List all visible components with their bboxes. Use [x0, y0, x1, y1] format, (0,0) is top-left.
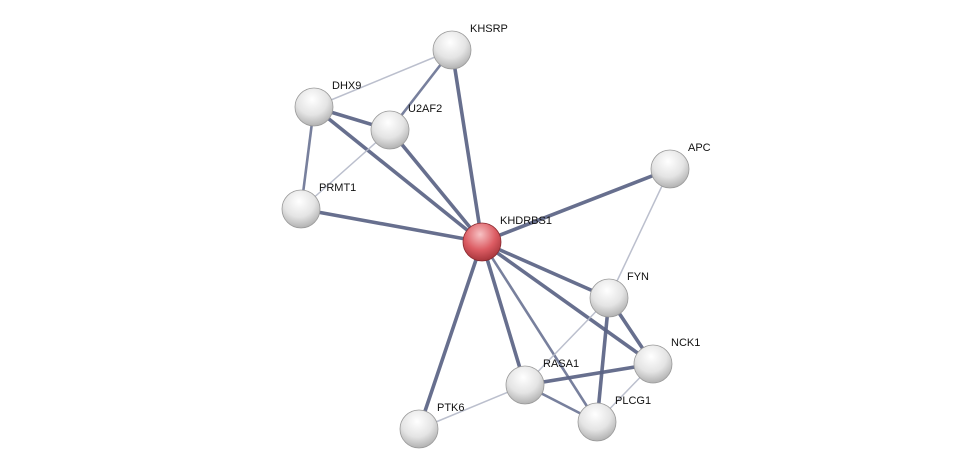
- node-ball[interactable]: [650, 149, 690, 189]
- node-khsrp[interactable]: KHSRP: [432, 23, 508, 70]
- edge-apc-khdrbs1[interactable]: [481, 167, 671, 244]
- edge-khsrp-khdrbs1[interactable]: [450, 49, 484, 243]
- node-ball[interactable]: [294, 87, 334, 127]
- node-rasa1[interactable]: RASA1: [505, 358, 579, 405]
- edge-khdrbs1-fyn[interactable]: [481, 240, 610, 300]
- node-label: PTK6: [437, 402, 465, 414]
- node-label: FYN: [627, 271, 649, 283]
- node-khdrbs1[interactable]: KHDRBS1: [462, 215, 552, 262]
- node-label: KHDRBS1: [500, 215, 552, 227]
- edge-fyn-rasa1[interactable]: [524, 297, 610, 386]
- node-ball[interactable]: [505, 365, 545, 405]
- node-u2af2[interactable]: U2AF2: [370, 103, 442, 150]
- node-fyn[interactable]: FYN: [589, 271, 649, 318]
- node-ball[interactable]: [462, 222, 502, 262]
- edge-khdrbs1-nck1[interactable]: [480, 240, 655, 366]
- edge-u2af2-khdrbs1[interactable]: [388, 128, 484, 244]
- edge-rasa1-nck1[interactable]: [524, 362, 654, 387]
- edge-dhx9-khdrbs1[interactable]: [312, 105, 484, 244]
- edge-khdrbs1-ptk6[interactable]: [417, 241, 484, 430]
- node-apc[interactable]: APC: [650, 142, 711, 189]
- node-prmt1[interactable]: PRMT1: [281, 182, 356, 229]
- edge-apc-fyn[interactable]: [608, 168, 671, 299]
- edge-prmt1-khdrbs1[interactable]: [300, 207, 483, 244]
- edge-khdrbs1-rasa1[interactable]: [480, 241, 527, 386]
- edge-dhx9-khsrp[interactable]: [313, 49, 453, 108]
- node-ball[interactable]: [633, 344, 673, 384]
- node-ball[interactable]: [370, 110, 410, 150]
- edge-u2af2-prmt1[interactable]: [300, 129, 391, 210]
- node-dhx9[interactable]: DHX9: [294, 80, 361, 127]
- node-ball[interactable]: [589, 278, 629, 318]
- node-label: PLCG1: [615, 395, 651, 407]
- node-label: U2AF2: [408, 103, 442, 115]
- edge-khdrbs1-plcg1[interactable]: [480, 241, 599, 423]
- node-label: DHX9: [332, 80, 361, 92]
- node-label: APC: [688, 142, 711, 154]
- node-ptk6[interactable]: PTK6: [399, 402, 465, 449]
- node-ball[interactable]: [281, 189, 321, 229]
- node-plcg1[interactable]: PLCG1: [577, 395, 651, 442]
- node-label: PRMT1: [319, 182, 356, 194]
- node-ball[interactable]: [399, 409, 439, 449]
- edge-fyn-plcg1[interactable]: [595, 297, 611, 423]
- node-label: RASA1: [543, 358, 579, 370]
- node-label: NCK1: [671, 337, 700, 349]
- node-label: KHSRP: [470, 23, 508, 35]
- node-ball[interactable]: [432, 30, 472, 70]
- node-ball[interactable]: [577, 402, 617, 442]
- node-nck1[interactable]: NCK1: [633, 337, 700, 384]
